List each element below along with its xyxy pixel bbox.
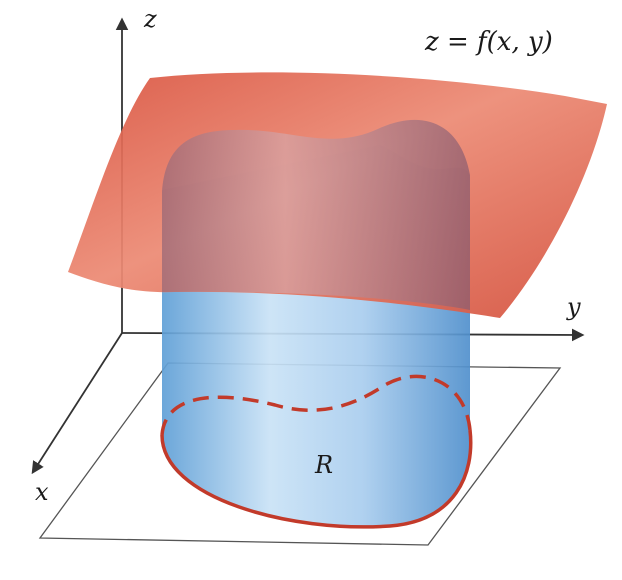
cylinder-top-cap [162, 119, 470, 310]
z-axis-label: z [143, 5, 157, 33]
surface-equation-label: z = f(x, y) [424, 27, 553, 57]
region-boundary-solid [160, 429, 473, 529]
region-boundary-dashed [160, 374, 472, 436]
region-r-label: R [314, 451, 333, 479]
x-axis [31, 332, 123, 475]
y-axis-label: y [566, 293, 581, 321]
x-axis-label: x [35, 478, 49, 506]
